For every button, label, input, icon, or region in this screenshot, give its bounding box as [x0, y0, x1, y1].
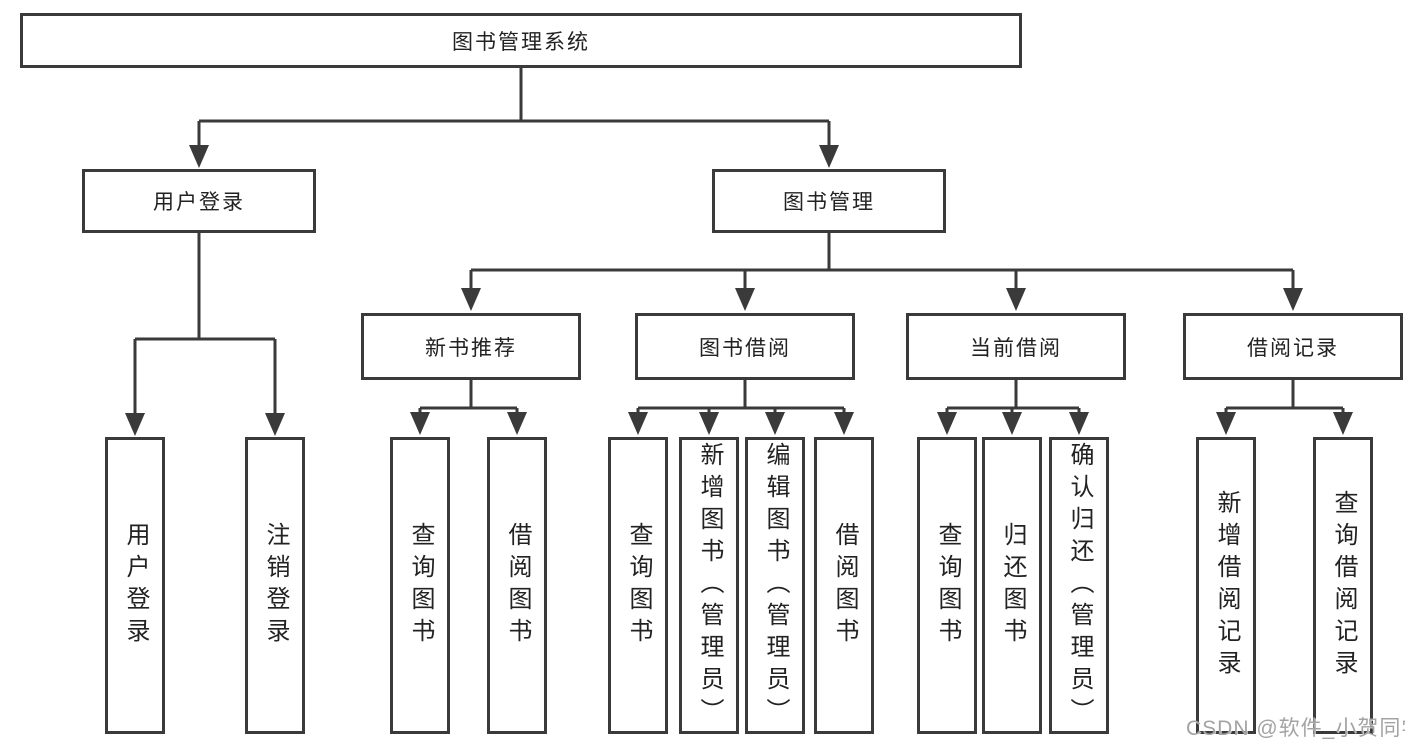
node-user-login-group: 用户登录 [82, 169, 316, 233]
node-leaf-br-query-record: 查询借阅记录 [1313, 437, 1373, 734]
node-book-mgmt-label: 图书管理 [783, 191, 875, 214]
node-borrow-records-label: 借阅记录 [1247, 336, 1339, 360]
node-leaf-bb-query-books: 查询图书 [608, 437, 668, 734]
node-user-login-group-label: 用户登录 [153, 191, 245, 214]
node-borrow-records: 借阅记录 [1183, 313, 1403, 380]
node-leaf-rec-borrow-books: 借阅图书 [487, 437, 547, 734]
node-leaf-logout-label: 注销登录 [262, 521, 289, 650]
edge-bookborrow-to-leaves [628, 380, 854, 435]
node-new-book-rec: 新书推荐 [361, 313, 581, 380]
node-leaf-rec-borrow-books-label: 借阅图书 [504, 521, 531, 650]
node-leaf-bb-borrow-books: 借阅图书 [814, 437, 874, 734]
edge-currentborrow-to-leaves [937, 380, 1089, 435]
node-current-borrow: 当前借阅 [906, 313, 1126, 380]
node-leaf-user-login-label: 用户登录 [122, 521, 149, 650]
node-leaf-bb-borrow-books-label: 借阅图书 [831, 521, 858, 650]
edge-bookmgmt-to-level3 [461, 233, 1303, 311]
node-leaf-rec-query-books: 查询图书 [390, 437, 450, 734]
node-leaf-cb-return-books: 归还图书 [982, 437, 1042, 734]
node-book-borrow: 图书借阅 [635, 313, 855, 380]
node-leaf-cb-confirm-return: 确认归还（管理员） [1049, 437, 1109, 734]
node-leaf-bb-add-books-label: 新增图书（管理员） [696, 441, 723, 730]
node-leaf-br-add-record-label: 新增借阅记录 [1213, 489, 1240, 682]
node-leaf-bb-query-books-label: 查询图书 [625, 521, 652, 650]
node-leaf-br-add-record: 新增借阅记录 [1196, 437, 1256, 734]
node-leaf-user-login: 用户登录 [105, 437, 165, 734]
node-new-book-rec-label: 新书推荐 [425, 336, 517, 360]
node-book-borrow-label: 图书借阅 [699, 336, 791, 360]
node-leaf-bb-edit-books-label: 编辑图书（管理员） [762, 441, 789, 730]
node-root-label: 图书管理系统 [452, 30, 590, 54]
node-leaf-br-query-record-label: 查询借阅记录 [1330, 489, 1357, 682]
node-leaf-bb-edit-books: 编辑图书（管理员） [745, 437, 805, 734]
edge-userlogin-to-leaves [125, 233, 285, 436]
edge-newbookrec-to-leaves [410, 380, 527, 435]
node-book-mgmt: 图书管理 [712, 169, 946, 233]
node-leaf-cb-return-books-label: 归还图书 [999, 521, 1026, 650]
node-leaf-cb-query-books: 查询图书 [917, 437, 977, 734]
node-leaf-rec-query-books-label: 查询图书 [407, 521, 434, 650]
edge-root-to-level2 [189, 68, 839, 168]
node-current-borrow-label: 当前借阅 [970, 336, 1062, 360]
node-leaf-cb-confirm-return-label: 确认归还（管理员） [1066, 441, 1093, 730]
csdn-watermark: CSDN @软件_小贺同学 [1186, 717, 1405, 740]
node-root: 图书管理系统 [20, 13, 1022, 68]
edge-borrowrecords-to-leaves [1216, 380, 1353, 435]
node-leaf-cb-query-books-label: 查询图书 [934, 521, 961, 650]
node-leaf-bb-add-books: 新增图书（管理员） [679, 437, 739, 734]
node-leaf-logout: 注销登录 [245, 437, 305, 734]
